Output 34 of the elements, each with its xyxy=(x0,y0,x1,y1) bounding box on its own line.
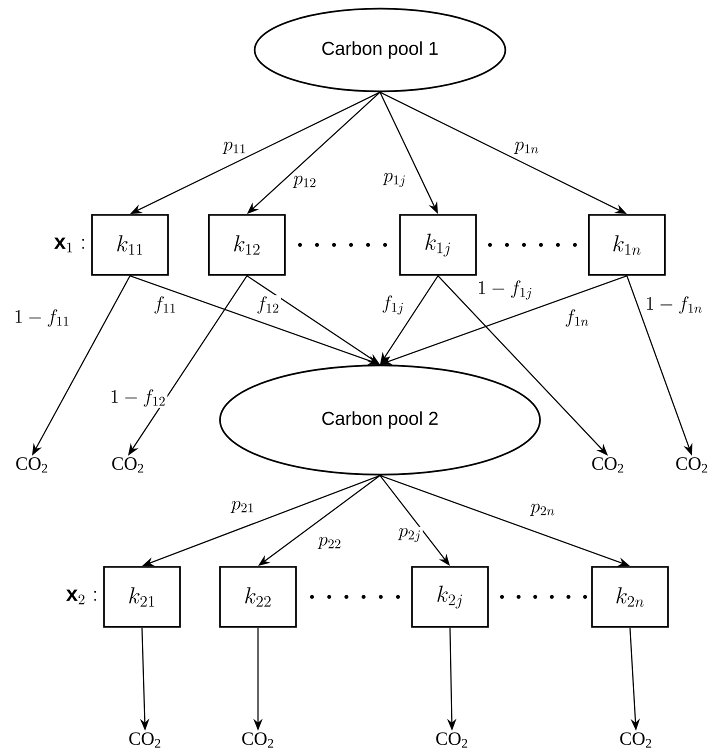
rate-box: $k_{22}$ xyxy=(219,566,297,628)
co2-text: CO$_{2}$ xyxy=(620,732,652,748)
edge-label: $1-f_{1j}$ xyxy=(476,279,534,301)
edge-label: $p_{21}$ xyxy=(230,500,256,514)
edge-label: $p_{2n}$ xyxy=(529,502,557,518)
co2-text: CO$_{2}$ xyxy=(592,457,624,473)
edge-label: $p_{1j}$ xyxy=(382,172,408,188)
co2-text: CO$_{2}$ xyxy=(242,732,274,748)
rate-box: $k_{11}$ xyxy=(91,214,169,276)
rate-box: $k_{2n}$ xyxy=(591,566,669,628)
edge-label: $1-f_{1n}$ xyxy=(644,295,704,315)
edge-label: $f_{1j}$ xyxy=(380,294,406,316)
ellipse-node: Carbon pool 1 xyxy=(254,8,506,92)
co2-text: CO$_{2}$ xyxy=(112,457,144,473)
edge-label: $f_{1n}$ xyxy=(563,308,591,328)
edge-label: $p_{11}$ xyxy=(222,140,248,156)
co2-text: CO$_{2}$ xyxy=(676,457,708,473)
ellipse-node: Carbon pool 2 xyxy=(219,364,541,476)
rate-box: $k_{2j}$ xyxy=(411,566,489,628)
edge-label: $p_{22}$ xyxy=(316,536,344,550)
edge-label: $p_{1n}$ xyxy=(513,140,541,156)
rate-box: $k_{1n}$ xyxy=(588,214,666,276)
edge-label: $p_{2j}$ xyxy=(397,526,423,544)
edge-label: $1-f_{12}$ xyxy=(108,388,168,408)
rate-box: $k_{12}$ xyxy=(208,214,286,276)
co2-text: CO$_{2}$ xyxy=(129,732,160,748)
edge-label: $f_{12}$ xyxy=(255,295,281,315)
edge-label: $1-f_{11}$ xyxy=(12,308,72,328)
rate-box: $k_{21}$ xyxy=(103,566,181,628)
co2-text: CO$_{2}$ xyxy=(16,457,48,473)
rate-box: $k_{1j}$ xyxy=(399,214,477,276)
edge-label: $f_{11}$ xyxy=(152,295,178,315)
edge-label: $p_{12}$ xyxy=(292,174,318,190)
co2-text: CO$_{2}$ xyxy=(436,732,468,748)
